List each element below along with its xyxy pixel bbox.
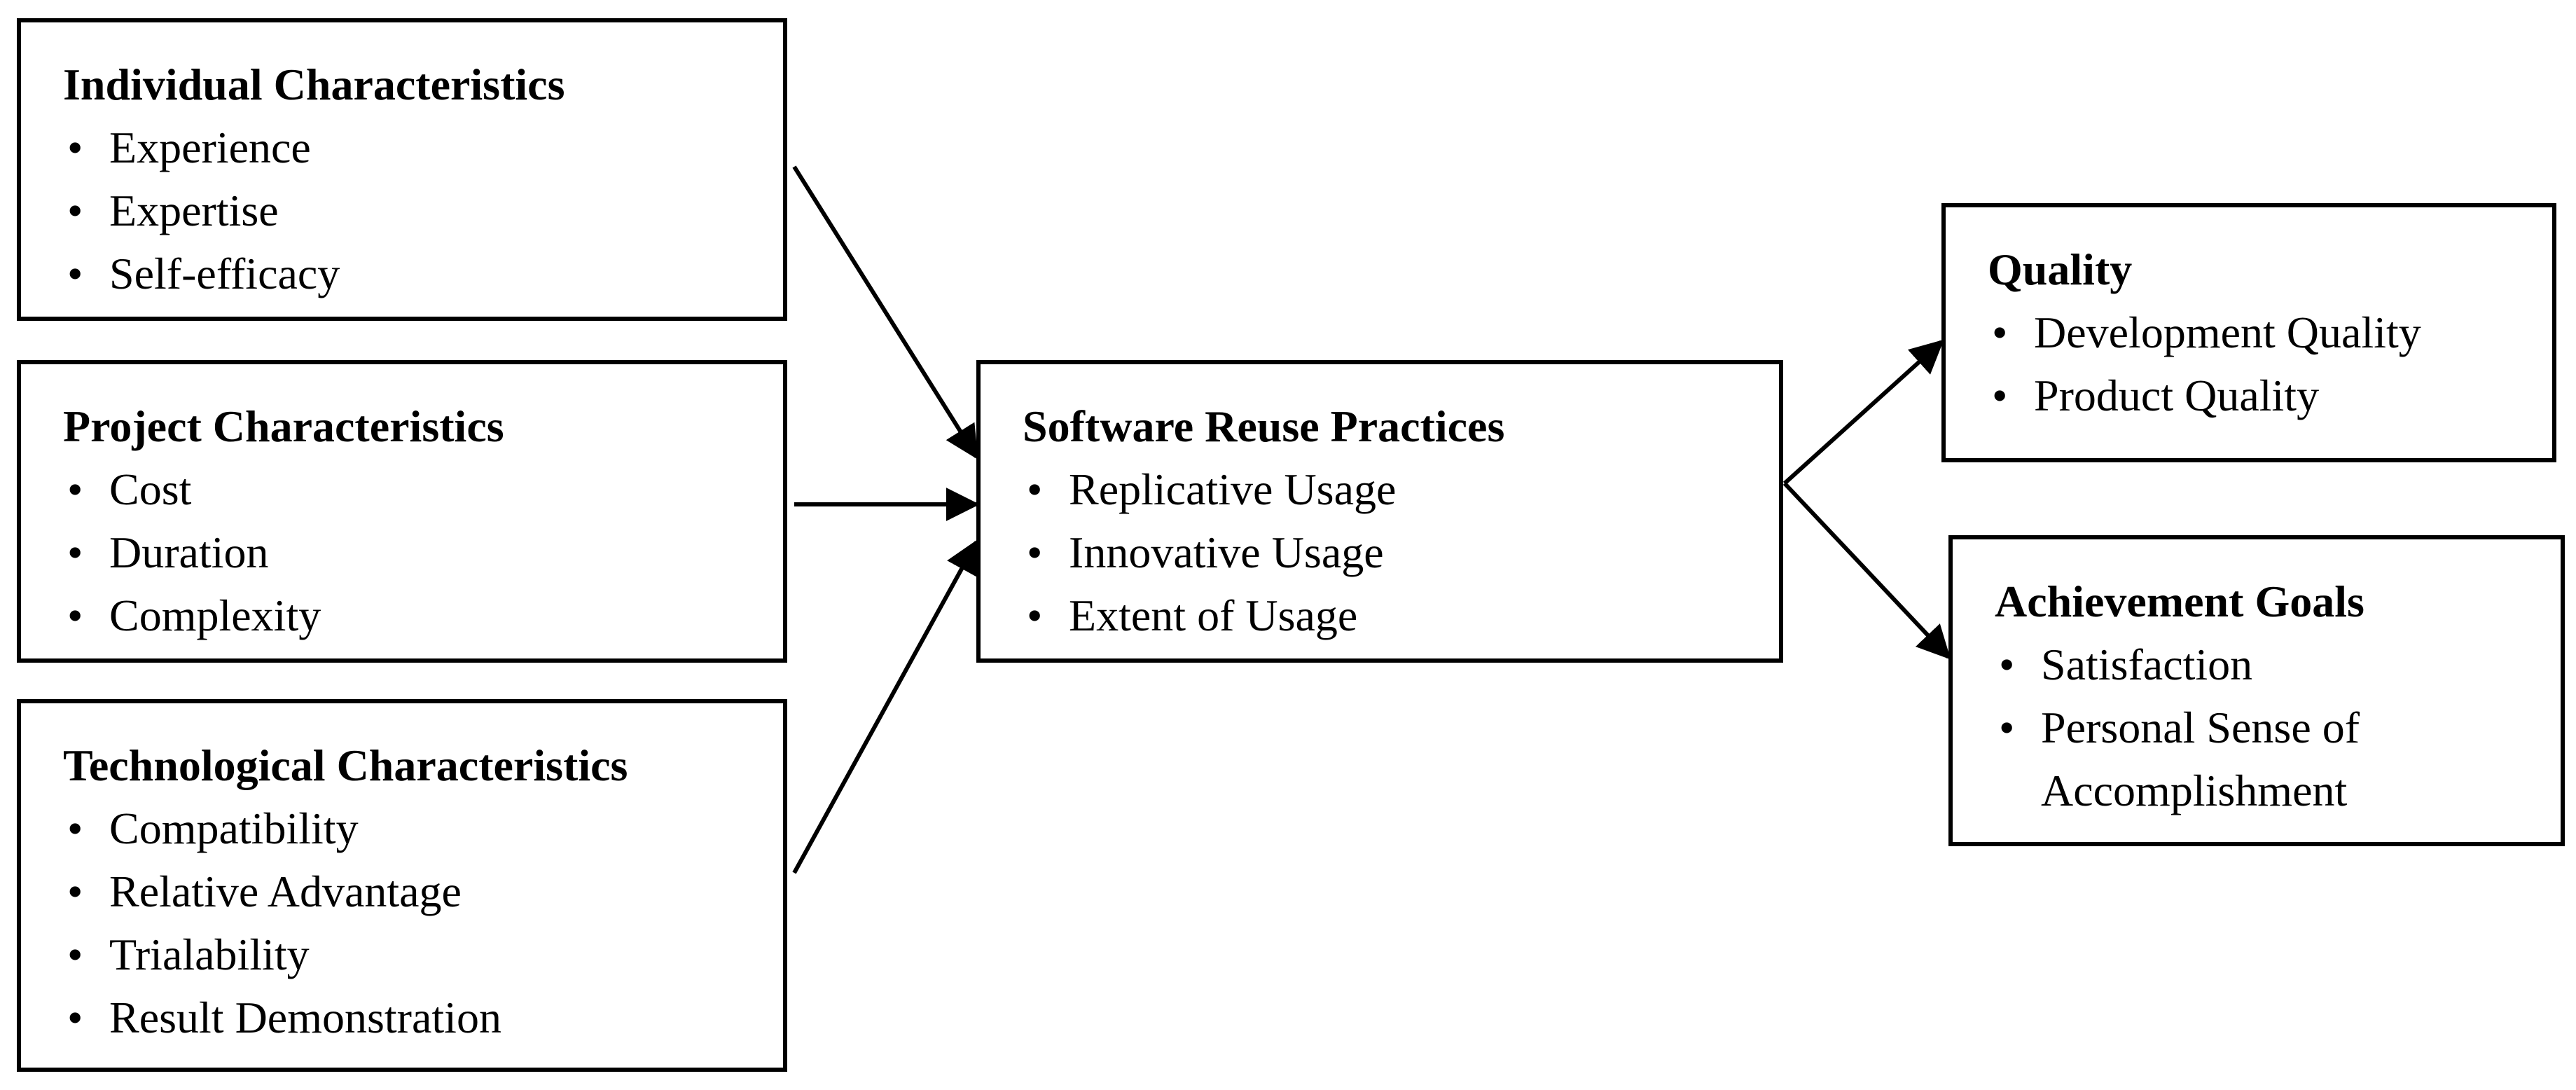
box-title: Project Characteristics bbox=[63, 401, 504, 451]
item-label: Extent of Usage bbox=[1069, 591, 1358, 640]
bullet-icon: • bbox=[67, 527, 83, 577]
item-label: Duration bbox=[109, 527, 269, 577]
bullet-icon: • bbox=[1999, 703, 2015, 752]
list-item: • Relative Advantage bbox=[63, 860, 741, 923]
quality-box: Quality • Development Quality • Product Qu… bbox=[1941, 203, 2556, 462]
item-label: Replicative Usage bbox=[1069, 464, 1397, 514]
list-item: • Duration bbox=[63, 521, 741, 584]
list-item: • Personal Sense of Accomplishment bbox=[1995, 696, 2405, 822]
bullet-icon: • bbox=[67, 803, 83, 853]
arrow-individual-to-reuse bbox=[792, 165, 978, 460]
box-title: Quality bbox=[1988, 244, 2133, 294]
bullet-icon: • bbox=[67, 186, 83, 235]
bullet-icon: • bbox=[1992, 371, 2008, 420]
item-label: Self-efficacy bbox=[109, 249, 340, 298]
bullet-icon: • bbox=[67, 930, 83, 979]
project-characteristics-box: Project Characteristics • Cost • Duration … bbox=[17, 360, 787, 663]
item-label: Relative Advantage bbox=[109, 867, 462, 916]
list-item: • Extent of Usage bbox=[1023, 584, 1737, 647]
item-list: • Satisfaction • Personal Sense of Accompl… bbox=[1995, 633, 2519, 822]
bullet-icon: • bbox=[1027, 527, 1043, 577]
box-title: Software Reuse Practices bbox=[1023, 401, 1505, 451]
list-item: • Result Demonstration bbox=[63, 986, 741, 1049]
bullet-icon: • bbox=[67, 591, 83, 640]
item-label: Trialability bbox=[109, 930, 310, 979]
bullet-icon: • bbox=[67, 123, 83, 172]
item-label: Product Quality bbox=[2034, 371, 2320, 420]
list-item: • Compatibility bbox=[63, 797, 741, 860]
item-list: • Replicative Usage • Innovative Usage • Ex… bbox=[1023, 458, 1737, 647]
box-title: Achievement Goals bbox=[1995, 577, 2364, 626]
box-title: Technological Characteristics bbox=[63, 740, 628, 790]
item-label: Expertise bbox=[109, 186, 279, 235]
arrow-reuse-to-achievement bbox=[1782, 481, 1951, 660]
item-label: Development Quality bbox=[2034, 308, 2421, 357]
bullet-icon: • bbox=[67, 993, 83, 1042]
box-title: Individual Characteristics bbox=[63, 60, 565, 109]
item-list: • Experience • Expertise • Self-efficacy bbox=[63, 116, 741, 305]
bullet-icon: • bbox=[67, 867, 83, 916]
item-label: Compatibility bbox=[109, 803, 359, 853]
list-item: • Complexity bbox=[63, 584, 741, 647]
item-list: • Development Quality • Product Quality bbox=[1988, 301, 2510, 427]
list-item: • Experience bbox=[63, 116, 741, 179]
item-label: Cost bbox=[109, 464, 192, 514]
list-item: • Self-efficacy bbox=[63, 242, 741, 305]
arrow-technological-to-reuse bbox=[792, 539, 978, 874]
list-item: • Development Quality bbox=[1988, 301, 2510, 364]
list-item: • Cost bbox=[63, 458, 741, 521]
list-item: • Product Quality bbox=[1988, 364, 2510, 427]
bullet-icon: • bbox=[1992, 308, 2008, 357]
achievement-goals-box: Achievement Goals • Satisfaction • Persona… bbox=[1948, 535, 2565, 846]
bullet-icon: • bbox=[67, 464, 83, 514]
item-list: • Compatibility • Relative Advantage • Tria… bbox=[63, 797, 741, 1049]
list-item: • Innovative Usage bbox=[1023, 521, 1737, 584]
item-label: Complexity bbox=[109, 591, 321, 640]
individual-characteristics-box: Individual Characteristics • Experience •… bbox=[17, 18, 787, 321]
item-label: Innovative Usage bbox=[1069, 527, 1384, 577]
item-list: • Cost • Duration • Complexity bbox=[63, 458, 741, 647]
item-label: Result Demonstration bbox=[109, 993, 501, 1042]
software-reuse-practices-box: Software Reuse Practices • Replicative Us… bbox=[976, 360, 1783, 663]
bullet-icon: • bbox=[1999, 640, 2015, 689]
list-item: • Expertise bbox=[63, 179, 741, 242]
item-label: Satisfaction bbox=[2041, 640, 2253, 689]
technological-characteristics-box: Technological Characteristics • Compatibi… bbox=[17, 699, 787, 1072]
arrow-reuse-to-quality bbox=[1782, 339, 1944, 485]
item-label: Personal Sense of Accomplishment bbox=[2041, 703, 2360, 815]
list-item: • Trialability bbox=[63, 923, 741, 986]
bullet-icon: • bbox=[1027, 591, 1043, 640]
bullet-icon: • bbox=[1027, 464, 1043, 514]
bullet-icon: • bbox=[67, 249, 83, 298]
list-item: • Replicative Usage bbox=[1023, 458, 1737, 521]
list-item: • Satisfaction bbox=[1995, 633, 2519, 696]
item-label: Experience bbox=[109, 123, 311, 172]
